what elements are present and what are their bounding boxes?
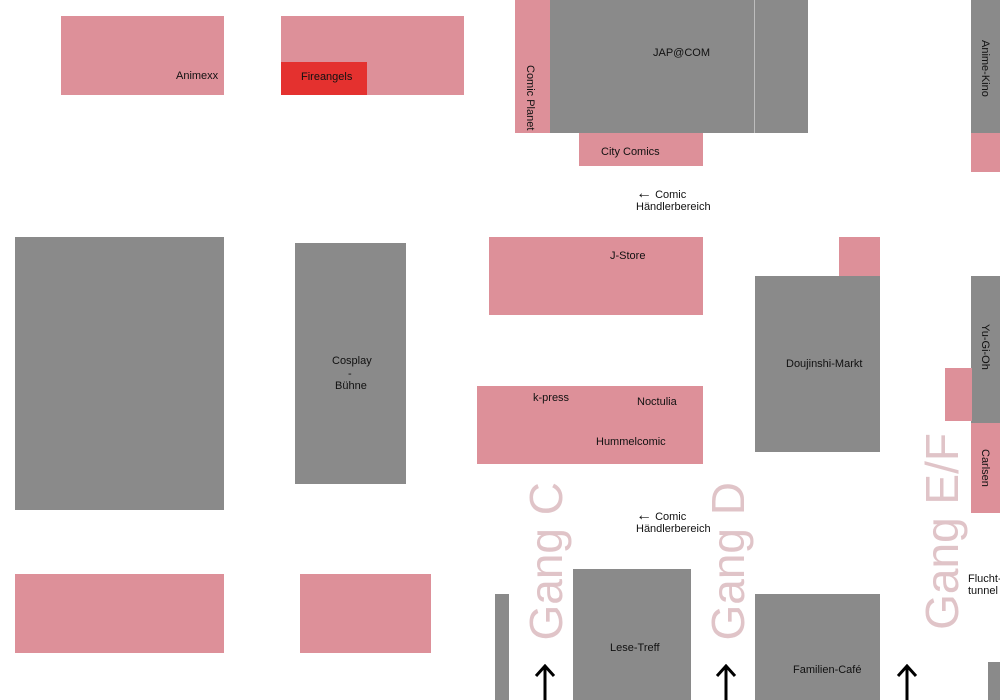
area-label-line1: Cosplay	[332, 355, 372, 367]
stand-label: City Comics	[601, 146, 660, 158]
arrow-left-icon: ←	[636, 507, 652, 524]
stand-right-small[interactable]	[945, 368, 972, 421]
comic-area-note-bottom: ← Comic Händlerbereich	[636, 507, 711, 536]
stand-label: Animexx	[176, 70, 219, 82]
area-narrow-bottom[interactable]	[495, 594, 509, 700]
area-label-line2: -	[348, 368, 352, 380]
area-familien-cafe[interactable]: Familien-Café	[755, 594, 880, 700]
stand-group-kpress[interactable]: k-press Noctulia Hummelcomic	[477, 386, 703, 464]
stand-corner-small[interactable]	[839, 237, 880, 276]
stand-right-edge-top[interactable]	[971, 133, 1000, 172]
note-line: Händlerbereich	[636, 201, 711, 213]
stand-label-noctulia: Noctulia	[637, 396, 677, 408]
stand-j-store[interactable]: J-Store	[489, 237, 703, 315]
area-label: Yu-Gi-Oh	[979, 324, 991, 370]
stand-label-kpress: k-press	[533, 392, 570, 404]
area-doujinshi[interactable]: Doujinshi-Markt	[755, 276, 880, 452]
stand-city-comics[interactable]: City Comics	[579, 133, 703, 166]
escape-tunnel-note: Flucht- tunnel	[968, 573, 1000, 597]
area-label: Familien-Café	[793, 664, 862, 676]
stand-label: J-Store	[610, 250, 646, 262]
arrow-up-icon	[896, 664, 918, 700]
arrow-left-icon: ←	[636, 185, 652, 202]
stand-fireangels[interactable]: Fireangels	[281, 62, 367, 95]
arrow-up-icon	[534, 664, 556, 700]
area-large-left[interactable]	[15, 237, 224, 510]
note-line: tunnel	[968, 585, 998, 597]
note-line: Comic	[655, 511, 687, 523]
aisle-label-c: Gang C	[520, 482, 572, 641]
stand-label-hummelcomic: Hummelcomic	[596, 436, 666, 448]
stand-comic-planet[interactable]: Comic Planet	[515, 0, 550, 133]
area-label: Anime-Kino	[979, 40, 991, 97]
stand-bottom-left[interactable]	[15, 574, 224, 653]
area-label: JAP@COM	[653, 47, 711, 59]
divider-line	[754, 0, 755, 133]
comic-area-note-top: ← Comic Händlerbereich	[636, 185, 711, 214]
area-label: Doujinshi-Markt	[786, 358, 863, 370]
stand-animexx[interactable]: Animexx	[61, 16, 224, 95]
area-bottom-right[interactable]	[988, 662, 1000, 700]
stand-bottom-middle[interactable]	[300, 574, 431, 653]
area-label: Lese-Treff	[610, 642, 660, 654]
area-label-line3: Bühne	[335, 380, 367, 392]
aisle-label-ef: Gang E/F	[916, 433, 968, 630]
aisle-label-d: Gang D	[702, 482, 754, 641]
stand-carlsen[interactable]: Carlsen	[971, 423, 1000, 513]
area-lese-treff[interactable]: Lese-Treff	[573, 569, 691, 700]
note-line: Comic	[655, 189, 687, 201]
area-japcom[interactable]: JAP@COM	[550, 0, 808, 133]
stand-label: Fireangels	[301, 71, 353, 83]
stand-label: Comic Planet	[524, 65, 536, 131]
arrow-up-icon	[715, 664, 737, 700]
area-anime-kino[interactable]: Anime-Kino	[971, 0, 1000, 133]
area-cosplay-stage[interactable]: Cosplay - Bühne	[295, 243, 406, 484]
note-line: Flucht-	[968, 573, 1000, 585]
note-line: Händlerbereich	[636, 523, 711, 535]
stand-label: Carlsen	[979, 449, 991, 487]
area-yugioh[interactable]: Yu-Gi-Oh	[971, 276, 1000, 423]
